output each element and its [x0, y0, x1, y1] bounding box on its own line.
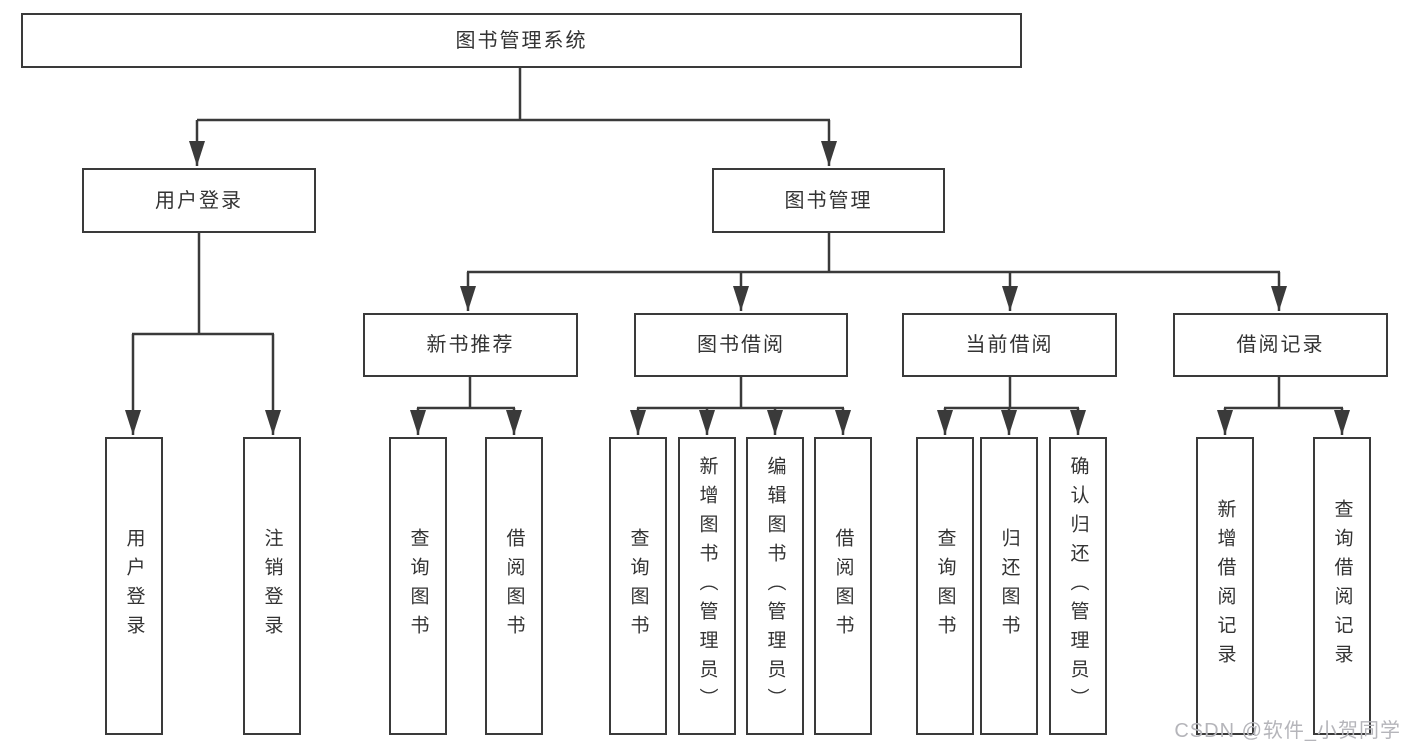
node-book-management: 图书管理 [712, 168, 945, 233]
node-user-login-group: 用户登录 [82, 168, 316, 233]
node-leaf-borrow-books-recommend: 借阅图书 [485, 437, 543, 735]
node-current-borrowing: 当前借阅 [902, 313, 1117, 377]
node-leaf-search-books-borrowing: 查询图书 [609, 437, 667, 735]
node-leaf-search-books-current: 查询图书 [916, 437, 974, 735]
node-leaf-add-borrow-record: 新增借阅记录 [1196, 437, 1254, 735]
node-leaf-logout: 注销登录 [243, 437, 301, 735]
node-library-management-system: 图书管理系统 [21, 13, 1022, 68]
node-book-borrowing: 图书借阅 [634, 313, 848, 377]
node-leaf-borrow-books: 借阅图书 [814, 437, 872, 735]
node-leaf-search-books-recommend: 查询图书 [389, 437, 447, 735]
node-new-book-recommend: 新书推荐 [363, 313, 578, 377]
node-leaf-user-login: 用户登录 [105, 437, 163, 735]
node-leaf-return-books: 归还图书 [980, 437, 1038, 735]
csdn-watermark: CSDN @软件_小贺同学 [1174, 720, 1401, 742]
node-leaf-add-books-admin: 新增图书（管理员） [678, 437, 736, 735]
node-borrowing-records: 借阅记录 [1173, 313, 1388, 377]
node-leaf-confirm-return-admin: 确认归还（管理员） [1049, 437, 1107, 735]
node-leaf-search-borrow-record: 查询借阅记录 [1313, 437, 1371, 735]
node-leaf-edit-books-admin: 编辑图书（管理员） [746, 437, 804, 735]
